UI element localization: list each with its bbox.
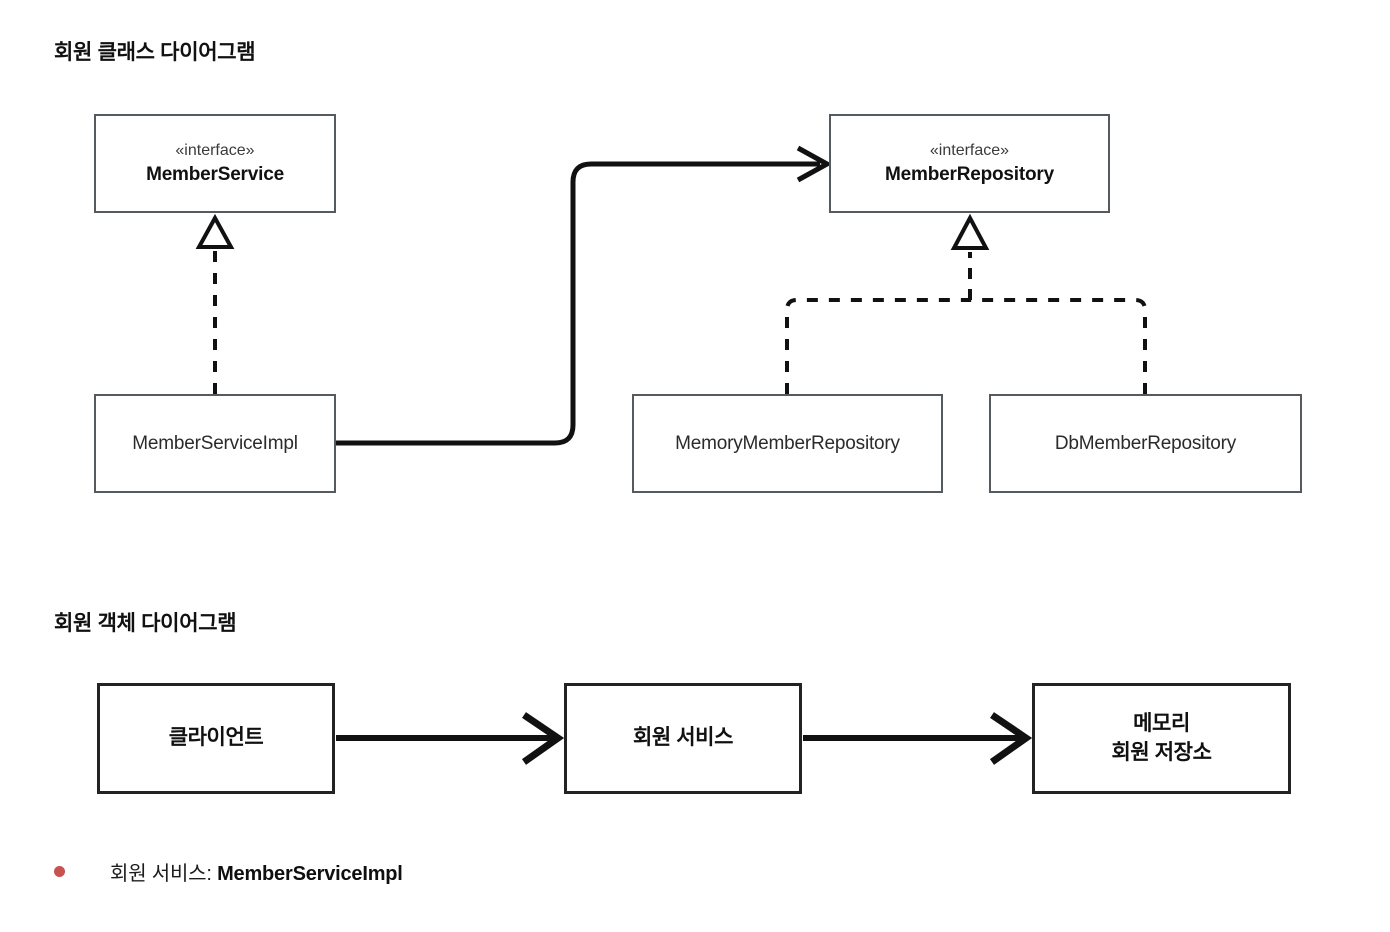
class-node-member-repository[interactable]: «interface» MemberRepository xyxy=(829,114,1110,213)
class-name-label: MemberRepository xyxy=(885,163,1054,185)
class-name-label: MemberServiceImpl xyxy=(132,432,298,454)
association-service-to-store xyxy=(803,712,1033,765)
class-diagram-title: 회원 클래스 다이어그램 xyxy=(54,41,256,64)
class-node-member-service-impl[interactable]: MemberServiceImpl xyxy=(94,394,336,493)
stereotype-label: «interface» xyxy=(929,142,1010,160)
class-name-label: DbMemberRepository xyxy=(1054,432,1237,454)
object-node-client[interactable]: 클라이언트 xyxy=(97,683,335,794)
association-client-to-service xyxy=(336,712,565,765)
realization-repos-to-repository xyxy=(785,213,1147,394)
object-diagram-title: 회원 객체 다이어그램 xyxy=(54,612,237,635)
bullet-text: 회원 서비스: MemberServiceImpl xyxy=(110,857,403,886)
bullet-label: 회원 서비스: xyxy=(110,863,218,885)
class-name-label: MemoryMemberRepository xyxy=(675,432,900,454)
stereotype-label: «interface» xyxy=(175,142,255,160)
object-node-member-service[interactable]: 회원 서비스 xyxy=(564,683,802,794)
bullet-marker-icon xyxy=(54,866,65,877)
object-node-memory-store[interactable]: 메모리 회원 저장소 xyxy=(1032,683,1291,794)
class-node-member-service[interactable]: «interface» MemberService xyxy=(94,114,336,213)
list-item: 회원 서비스: MemberServiceImpl xyxy=(54,857,403,886)
class-name-label: MemberService xyxy=(146,163,284,185)
realization-impl-to-service xyxy=(195,213,235,394)
object-name-label: 클라이언트 xyxy=(168,726,264,750)
class-node-memory-member-repository[interactable]: MemoryMemberRepository xyxy=(632,394,943,493)
bullet-value: MemberServiceImpl xyxy=(217,863,403,885)
object-name-label: 회원 서비스 xyxy=(632,726,734,750)
class-node-db-member-repository[interactable]: DbMemberRepository xyxy=(989,394,1302,493)
object-name-label: 메모리 회원 저장소 xyxy=(1111,712,1212,764)
